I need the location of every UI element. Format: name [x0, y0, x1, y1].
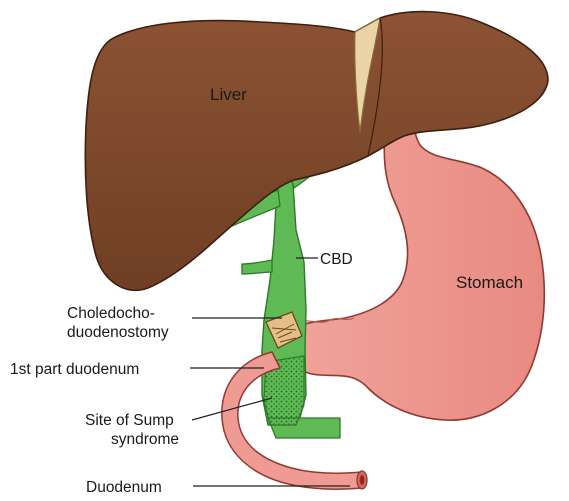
choledocho-label-line1: Choledocho-	[67, 305, 155, 322]
sump-label-line1: Site of Sump	[85, 412, 174, 429]
cbd-label: CBD	[320, 251, 353, 268]
first-part-duodenum-label: 1st part duodenum	[10, 361, 139, 378]
duodenum-label: Duodenum	[86, 479, 162, 496]
sump-label-line2: syndrome	[111, 431, 179, 448]
stomach-label: Stomach	[456, 273, 523, 292]
choledocho-label-line2: duodenostomy	[67, 324, 169, 341]
liver-label: Liver	[210, 85, 247, 104]
